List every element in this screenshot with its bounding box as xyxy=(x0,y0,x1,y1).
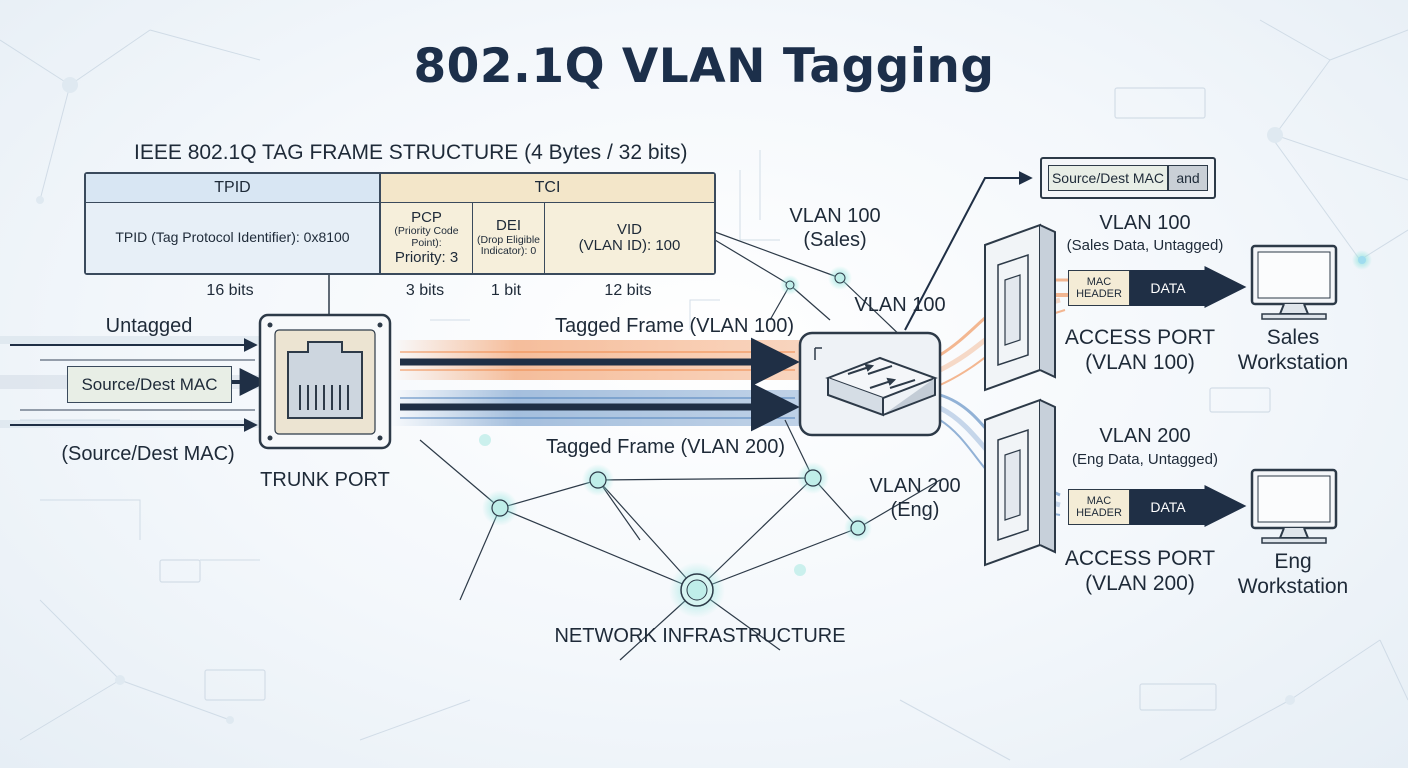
page-title: 802.1Q VLAN Tagging xyxy=(413,39,995,94)
frame-structure-heading: IEEE 802.1Q TAG FRAME STRUCTURE (4 Bytes… xyxy=(134,141,688,164)
eng-ws-line1: Eng xyxy=(1274,550,1312,573)
pcp-value: Priority: 3 xyxy=(394,248,459,266)
access-port-200-icon xyxy=(984,398,1056,567)
dei-title: DEI xyxy=(495,217,521,235)
vlan100-sales-line1: VLAN 100 xyxy=(789,205,881,227)
bits-pcp-label: 3 bits xyxy=(405,282,445,299)
sales-port-line1: ACCESS PORT xyxy=(1064,326,1216,349)
mac-callout-label: Source/Dest MAC xyxy=(1048,165,1168,191)
pcp-subtitle: (Priority Code Point): xyxy=(394,225,459,249)
monitor-icon xyxy=(1250,468,1338,544)
vlan200-eng-line2: (Eng) xyxy=(890,499,940,521)
background-cards xyxy=(159,87,1271,711)
vlan100-sales-label: VLAN 100 (Sales) xyxy=(780,206,890,251)
eng-data: DATA xyxy=(1130,489,1206,525)
mac-callout-arrow xyxy=(904,171,1033,331)
bits-tpid-label: 16 bits xyxy=(206,282,254,299)
dei-subtitle: (Drop Eligible Indicator): 0 xyxy=(476,233,541,258)
bits-vid-label: 12 bits xyxy=(604,282,652,299)
vlan100-label: VLAN 100 xyxy=(854,294,946,316)
background-nodes xyxy=(36,77,1372,724)
tpid-cell: TPID (Tag Protocol Identifier): 0x8100 xyxy=(86,203,381,273)
vlan100-sales-line2: (Sales) xyxy=(803,229,867,251)
tpid-description: TPID (Tag Protocol Identifier): 0x8100 xyxy=(115,229,350,246)
sales-access-port-label: ACCESS PORT (VLAN 100) xyxy=(1060,326,1220,375)
monitor-icon xyxy=(1250,244,1338,320)
eng-packet: MAC HEADER DATA xyxy=(1068,489,1206,525)
sales-ws-line1: Sales xyxy=(1266,326,1320,349)
background-mesh xyxy=(0,19,1408,761)
eng-ws-line2: Workstation xyxy=(1237,575,1349,599)
eng-workstation-label: Eng Workstation xyxy=(1228,550,1358,599)
tpid-header: TPID xyxy=(86,174,381,203)
sales-data: DATA xyxy=(1130,270,1206,306)
mac-callout-and: and xyxy=(1168,165,1208,191)
source-mac-chip: Source/Dest MAC xyxy=(67,366,232,403)
network-infrastructure-label: NETWORK INFRASTRUCTURE xyxy=(554,625,846,647)
access-port-100-icon xyxy=(984,223,1056,392)
vid-title: VID xyxy=(616,220,642,238)
eng-access-port-label: ACCESS PORT (VLAN 200) xyxy=(1060,547,1220,596)
vlan200-eng-label: VLAN 200 (Eng) xyxy=(860,476,970,521)
network-nodes xyxy=(479,266,872,618)
eng-port-line2: (VLAN 200) xyxy=(1085,572,1195,596)
bits-dei-label: 1 bit xyxy=(490,282,522,299)
pcp-cell: PCP (Priority Code Point): Priority: 3 xyxy=(381,203,473,273)
eng-port-line1: ACCESS PORT xyxy=(1064,547,1216,570)
mac-callout-box: Source/Dest MAC and xyxy=(1040,157,1216,199)
sales-ws-line2: Workstation xyxy=(1237,351,1349,375)
pcp-title: PCP xyxy=(411,208,442,226)
untagged-label: Untagged xyxy=(105,315,193,337)
sales-vlan-label: VLAN 100 xyxy=(1099,212,1191,234)
vid-value: (VLAN ID): 100 xyxy=(578,237,681,254)
vlan200-eng-line1: VLAN 200 xyxy=(869,475,961,497)
sales-packet: MAC HEADER DATA xyxy=(1068,270,1206,306)
sales-desc-label: (Sales Data, Untagged) xyxy=(1066,237,1224,254)
rj45-port-icon xyxy=(258,313,392,450)
trunk-flows xyxy=(390,337,810,432)
trunk-port-label: TRUNK PORT xyxy=(260,469,390,491)
sales-mac-header: MAC HEADER xyxy=(1068,270,1130,306)
vid-cell: VID (VLAN ID): 100 xyxy=(545,203,714,273)
eng-vlan-label: VLAN 200 xyxy=(1099,425,1191,447)
tagged-frame-100-label: Tagged Frame (VLAN 100) xyxy=(555,315,795,337)
tagged-frame-200-label: Tagged Frame (VLAN 200) xyxy=(546,436,786,458)
tci-header: TCI xyxy=(381,174,714,203)
sales-workstation-label: Sales Workstation xyxy=(1228,326,1358,375)
switch-icon xyxy=(798,331,942,437)
eng-desc-label: (Eng Data, Untagged) xyxy=(1072,451,1218,468)
eng-mac-header: MAC HEADER xyxy=(1068,489,1130,525)
tag-frame-table: TPID TCI TPID (Tag Protocol Identifier):… xyxy=(84,172,716,275)
dei-cell: DEI (Drop Eligible Indicator): 0 xyxy=(473,203,545,273)
sales-port-line2: (VLAN 100) xyxy=(1085,351,1195,375)
source-mac-paren-label: (Source/Dest MAC) xyxy=(61,443,235,465)
